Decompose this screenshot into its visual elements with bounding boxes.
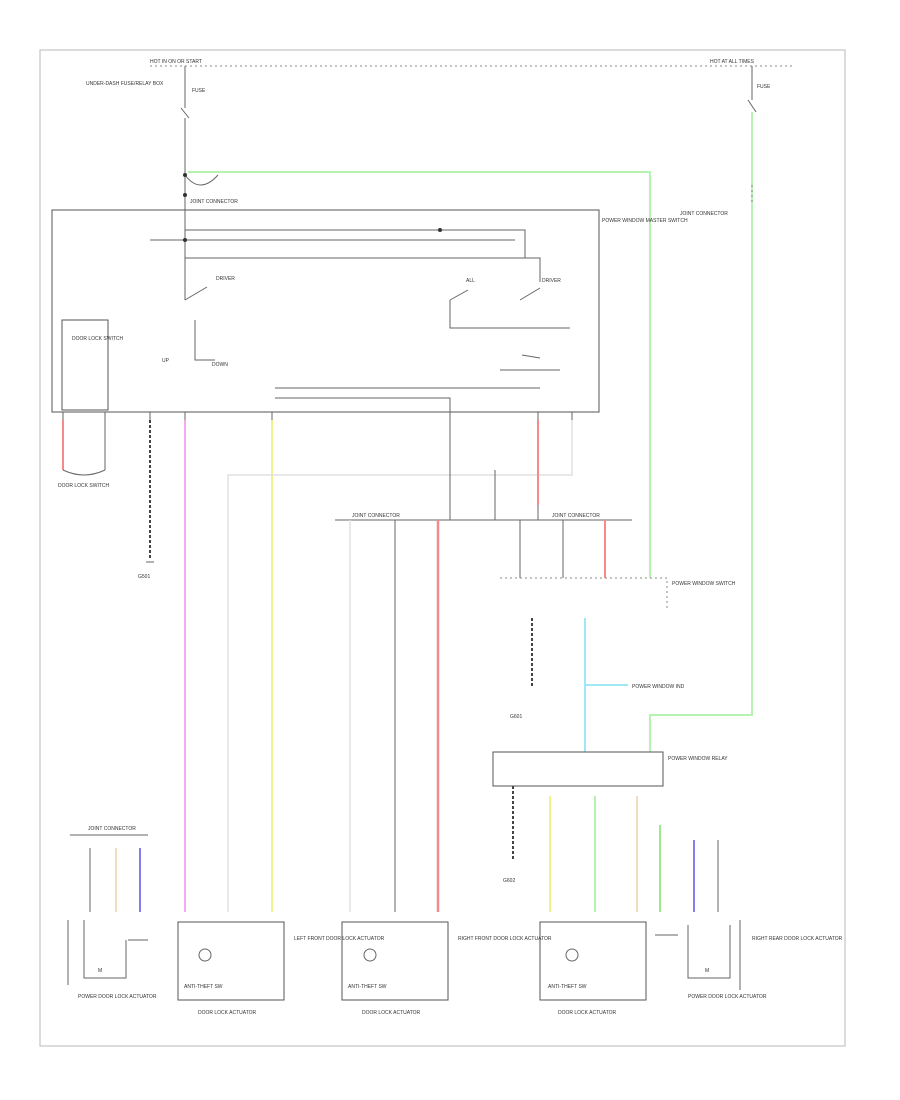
mid-feed — [449, 420, 539, 520]
ground-mid-label: G601 — [510, 714, 522, 720]
fuse-left-symbol — [180, 107, 190, 119]
green-wire-right — [649, 112, 753, 752]
master-switch-bus-2 — [185, 229, 541, 282]
joint-connector-1-label: JOINT CONNECTOR — [190, 199, 238, 205]
switch-right-label: DRIVER — [542, 278, 561, 284]
switch-mid-contacts — [449, 289, 570, 329]
power-window-switch-label: POWER WINDOW SWITCH — [672, 581, 736, 587]
switch-down-label: DOWN — [212, 362, 228, 368]
right-drops — [519, 520, 564, 578]
door-lock-switch-caption: DOOR LOCK SWITCH — [58, 483, 110, 489]
power-window-master-label: POWER WINDOW MASTER SWITCH — [602, 218, 688, 224]
power-window-switch-box — [500, 577, 668, 610]
actuator-1-caption: DOOR LOCK ACTUATOR — [198, 1010, 257, 1016]
fuse-block-left-label: UNDER-DASH FUSE/RELAY BOX — [86, 81, 164, 87]
actuator-3-caption: DOOR LOCK ACTUATOR — [558, 1010, 617, 1016]
ground-right-label: G602 — [503, 878, 515, 884]
actuator-2-box — [341, 921, 449, 1001]
splice-left — [184, 174, 219, 186]
power-window-indicator-label: POWER WINDOW IND — [632, 684, 685, 690]
gray-wire-left — [227, 420, 573, 912]
diagram-frame — [39, 49, 846, 1047]
power-window-relay-box — [492, 751, 664, 787]
pwr-window-relay-label: POWER WINDOW RELAY — [668, 756, 728, 762]
actuator-3-motor — [565, 948, 579, 962]
joint-connector-left-rear-label: JOINT CONNECTOR — [88, 826, 136, 832]
actuator-1-side: LEFT FRONT DOOR LOCK ACTUATOR — [294, 936, 385, 942]
pin-row — [62, 412, 573, 420]
actuator-3-antitheft: ANTI-THEFT SW — [548, 984, 587, 990]
fuse-right-label: FUSE — [757, 84, 771, 90]
right-rear-actuator — [655, 920, 741, 990]
right-rear-motor: M — [705, 968, 709, 974]
actuator-3-side: RIGHT REAR DOOR LOCK ACTUATOR — [752, 936, 843, 942]
switch-mid-label: ALL — [466, 278, 475, 284]
actuator-2-motor — [363, 948, 377, 962]
actuator-2-side: RIGHT FRONT DOOR LOCK ACTUATOR — [458, 936, 552, 942]
left-rear-caption: POWER DOOR LOCK ACTUATOR — [78, 994, 157, 1000]
joint-connector-2-label: JOINT CONNECTOR — [680, 211, 728, 217]
actuator-1-motor — [198, 948, 212, 962]
green-wire-top — [188, 171, 651, 578]
master-dot-1 — [183, 238, 187, 242]
actuator-1-antitheft: ANTI-THEFT SW — [184, 984, 223, 990]
fuse-right-symbol — [747, 99, 757, 113]
right-rear-caption: POWER DOOR LOCK ACTUATOR — [688, 994, 767, 1000]
actuator-3-box — [539, 921, 647, 1001]
hot-left-label: HOT IN ON OR START — [150, 59, 202, 65]
splice-dot-left — [183, 173, 187, 177]
master-dot-2 — [438, 228, 442, 232]
switch-left-contacts — [184, 286, 215, 361]
switch-left-label: DRIVER — [216, 276, 235, 282]
switch-up-label: UP — [162, 358, 170, 364]
left-rear-actuator — [67, 920, 148, 985]
actuator-1-box — [177, 921, 285, 1001]
hot-right-label: HOT AT ALL TIMES — [710, 59, 755, 65]
door-lock-loop-black — [62, 420, 106, 476]
splice-dot-left-2 — [183, 193, 187, 197]
switch-right-contacts — [500, 287, 560, 371]
fuse-left-label: FUSE — [192, 88, 206, 94]
door-lock-switch-box — [61, 319, 109, 411]
actuator-2-antitheft: ANTI-THEFT SW — [348, 984, 387, 990]
joint-connector-3-label: JOINT CONNECTOR — [352, 513, 400, 519]
cyan-wire — [584, 618, 628, 752]
left-rear-motor: M — [98, 968, 102, 974]
joint-connector-4-label: JOINT CONNECTOR — [552, 513, 600, 519]
power-window-master-switch-box — [51, 209, 600, 413]
master-switch-bottom-bus — [275, 387, 540, 412]
actuator-2-caption: DOOR LOCK ACTUATOR — [362, 1010, 421, 1016]
ground-left-label: G501 — [138, 574, 150, 580]
door-lock-switch-label: DOOR LOCK SWITCH — [72, 336, 124, 342]
